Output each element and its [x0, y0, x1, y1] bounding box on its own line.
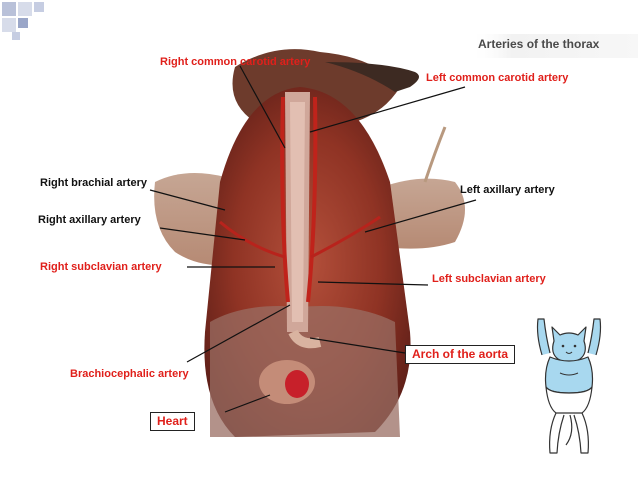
- corner-square: [2, 2, 16, 16]
- corner-square: [18, 18, 28, 28]
- label-left-axillary: Left axillary artery: [460, 184, 555, 196]
- corner-square: [18, 2, 32, 16]
- corner-square: [12, 32, 20, 40]
- label-right-common-carotid: Right common carotid artery: [160, 56, 311, 68]
- slide-title: Arteries of the thorax: [478, 37, 600, 51]
- label-right-subclavian: Right subclavian artery: [40, 261, 162, 273]
- label-brachiocephalic: Brachiocephalic artery: [70, 368, 189, 380]
- title-band: [470, 34, 638, 58]
- label-arch-of-aorta: Arch of the aorta: [405, 345, 516, 364]
- corner-square: [34, 2, 44, 12]
- cat-illustration: [536, 318, 602, 454]
- label-right-axillary: Right axillary artery: [38, 214, 141, 226]
- label-left-subclavian: Left subclavian artery: [432, 273, 546, 285]
- label-left-common-carotid: Left common carotid artery: [426, 72, 569, 84]
- dissection-photo: [154, 49, 465, 437]
- corner-square: [2, 18, 16, 32]
- label-right-brachial: Right brachial artery: [40, 177, 147, 189]
- label-heart: Heart: [150, 412, 195, 431]
